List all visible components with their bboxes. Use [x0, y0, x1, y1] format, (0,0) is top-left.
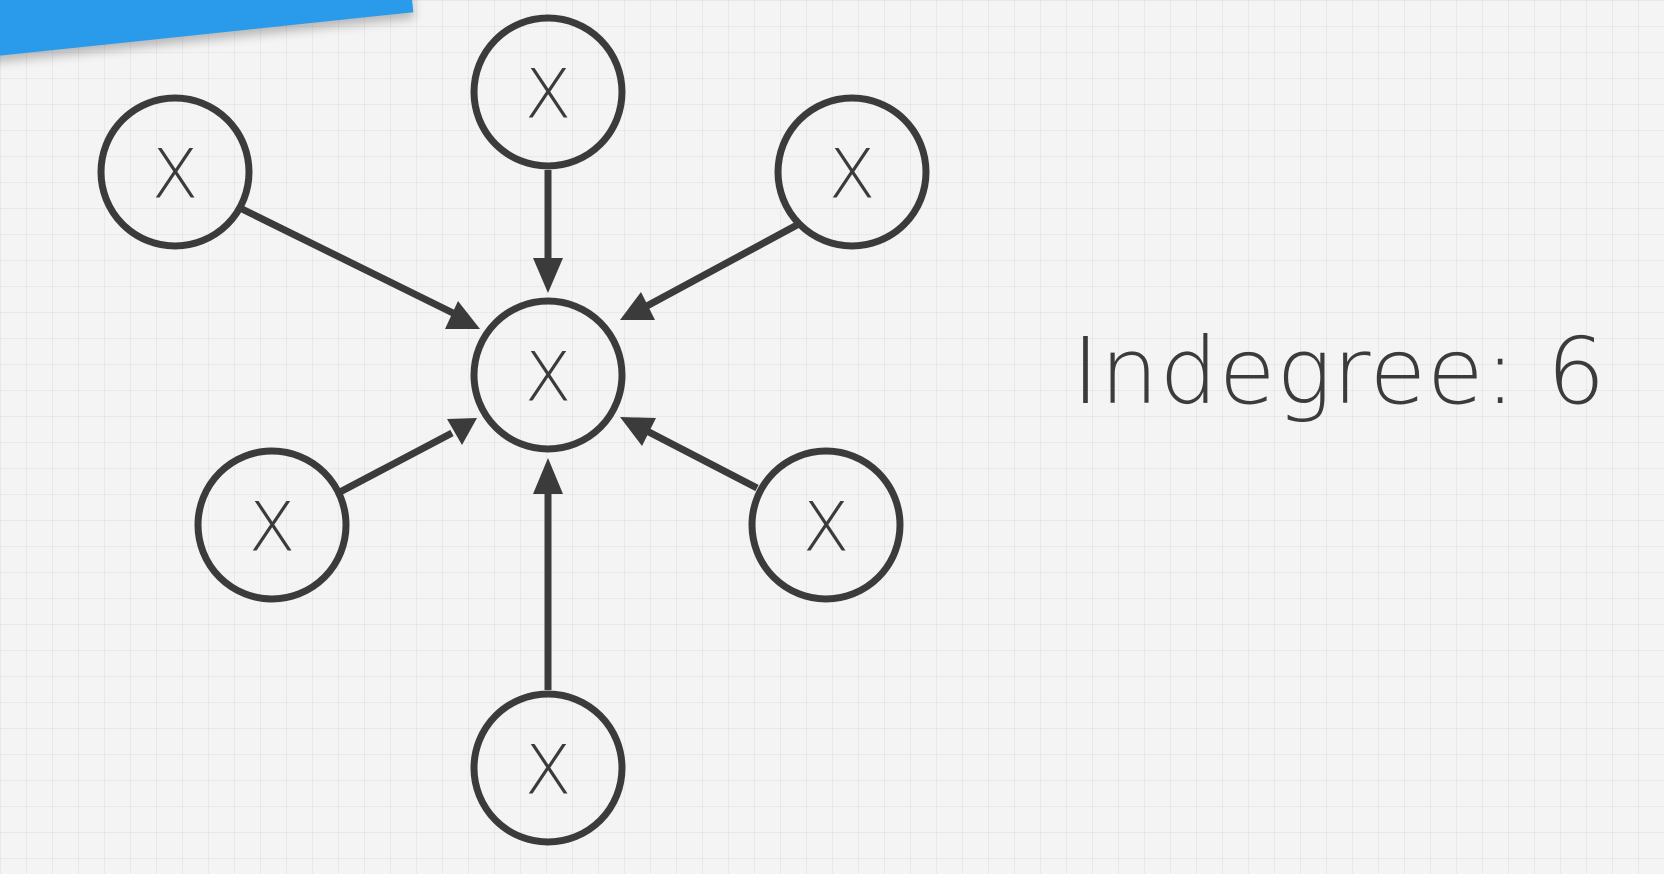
- arrowhead: [445, 301, 480, 329]
- node-lower-left: X: [194, 447, 350, 603]
- node-circle: [97, 94, 253, 250]
- edge-line: [240, 205, 457, 318]
- node-label: X: [249, 489, 296, 568]
- node-circle: [774, 94, 930, 250]
- indegree-label: Indegree: 6: [1072, 318, 1607, 425]
- node-lower-right: X: [748, 447, 904, 603]
- edges-layer: [240, 170, 799, 690]
- arrowhead: [447, 418, 477, 445]
- node-center: X: [470, 297, 626, 453]
- edge-top-to-center: [533, 170, 563, 293]
- node-label: X: [525, 339, 572, 418]
- node-circle: [470, 14, 626, 170]
- node-upper-right: X: [774, 94, 930, 250]
- edge-lower-right-to-center: [620, 417, 759, 492]
- edge-upper-left-to-center: [240, 205, 480, 329]
- edge-bottom-to-center: [533, 458, 563, 690]
- arrowhead: [620, 292, 655, 320]
- node-circle: [748, 447, 904, 603]
- node-circle: [470, 297, 626, 453]
- node-label: X: [829, 136, 876, 215]
- edge-line: [338, 429, 454, 496]
- node-bottom: X: [470, 690, 626, 846]
- edge-line: [643, 426, 759, 492]
- edge-upper-right-to-center: [620, 221, 799, 320]
- node-circle: [470, 690, 626, 846]
- node-label: X: [803, 489, 850, 568]
- node-circle: [194, 447, 350, 603]
- edge-line: [643, 221, 799, 311]
- node-label: X: [152, 136, 199, 215]
- node-label: X: [525, 732, 572, 811]
- arrowhead: [533, 458, 563, 494]
- edge-lower-left-to-center: [338, 418, 477, 496]
- arrowhead: [533, 258, 563, 293]
- node-label: X: [525, 56, 572, 135]
- nodes-layer: X X X X X X X: [97, 14, 930, 846]
- node-upper-left: X: [97, 94, 253, 250]
- arrowhead: [620, 417, 656, 446]
- node-top: X: [470, 14, 626, 170]
